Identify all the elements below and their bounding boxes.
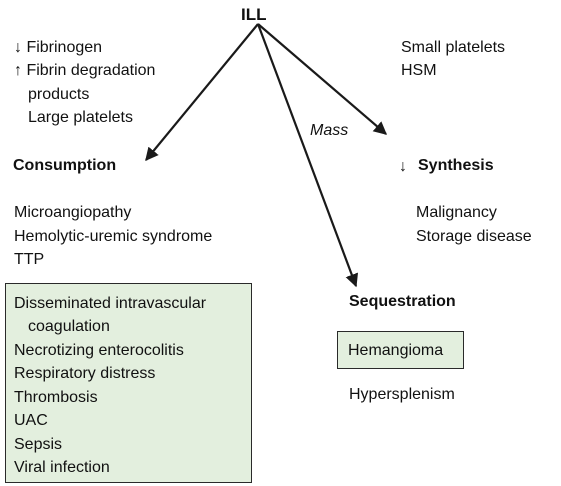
box-item-dic: Disseminated intravascular xyxy=(14,295,207,312)
left-note-large-platelets: Large platelets xyxy=(28,109,133,126)
box-item-viral-infection: Viral infection xyxy=(14,459,110,476)
right-note-small-platelets: Small platelets xyxy=(401,39,506,56)
synthesis-down-arrow: ↓ xyxy=(399,158,407,175)
box-item-respiratory-distress: Respiratory distress xyxy=(14,365,156,382)
sequestration-title: Sequestration xyxy=(349,293,456,310)
box-item-sepsis: Sepsis xyxy=(14,436,63,453)
sequestration-cause-hypersplenism: Hypersplenism xyxy=(349,386,455,403)
left-note-fibrin-degradation: ↑ Fibrin degradation xyxy=(14,62,156,79)
consumption-cause-microangiopathy: Microangiopathy xyxy=(14,204,132,221)
left-note-products: products xyxy=(28,86,90,103)
root-node-ill: ILL xyxy=(241,5,267,24)
consumption-title: Consumption xyxy=(13,157,117,174)
synthesis-title: Synthesis xyxy=(418,157,494,174)
synthesis-cause-malignancy: Malignancy xyxy=(416,204,497,221)
left-note-fibrinogen: ↓ Fibrinogen xyxy=(14,39,103,56)
consumption-causes-box: Disseminated intravascular coagulation N… xyxy=(5,283,252,483)
box-item-uac: UAC xyxy=(14,412,48,429)
synthesis-cause-storage-disease: Storage disease xyxy=(416,228,532,245)
arrow-to-sequestration xyxy=(256,23,359,288)
sequestration-box: Hemangioma xyxy=(337,331,464,369)
arrow-to-consumption xyxy=(145,23,259,162)
consumption-cause-hus: Hemolytic-uremic syndrome xyxy=(14,228,213,245)
box-item-nec: Necrotizing enterocolitis xyxy=(14,342,184,359)
edge-label-mass: Mass xyxy=(310,122,349,139)
box-item-coagulation: coagulation xyxy=(28,318,110,335)
arrow-to-synthesis xyxy=(257,23,388,135)
box-item-thrombosis: Thrombosis xyxy=(14,389,98,406)
box-item-hemangioma: Hemangioma xyxy=(348,342,444,359)
right-note-hsm: HSM xyxy=(401,62,437,79)
consumption-cause-ttp: TTP xyxy=(14,251,45,268)
